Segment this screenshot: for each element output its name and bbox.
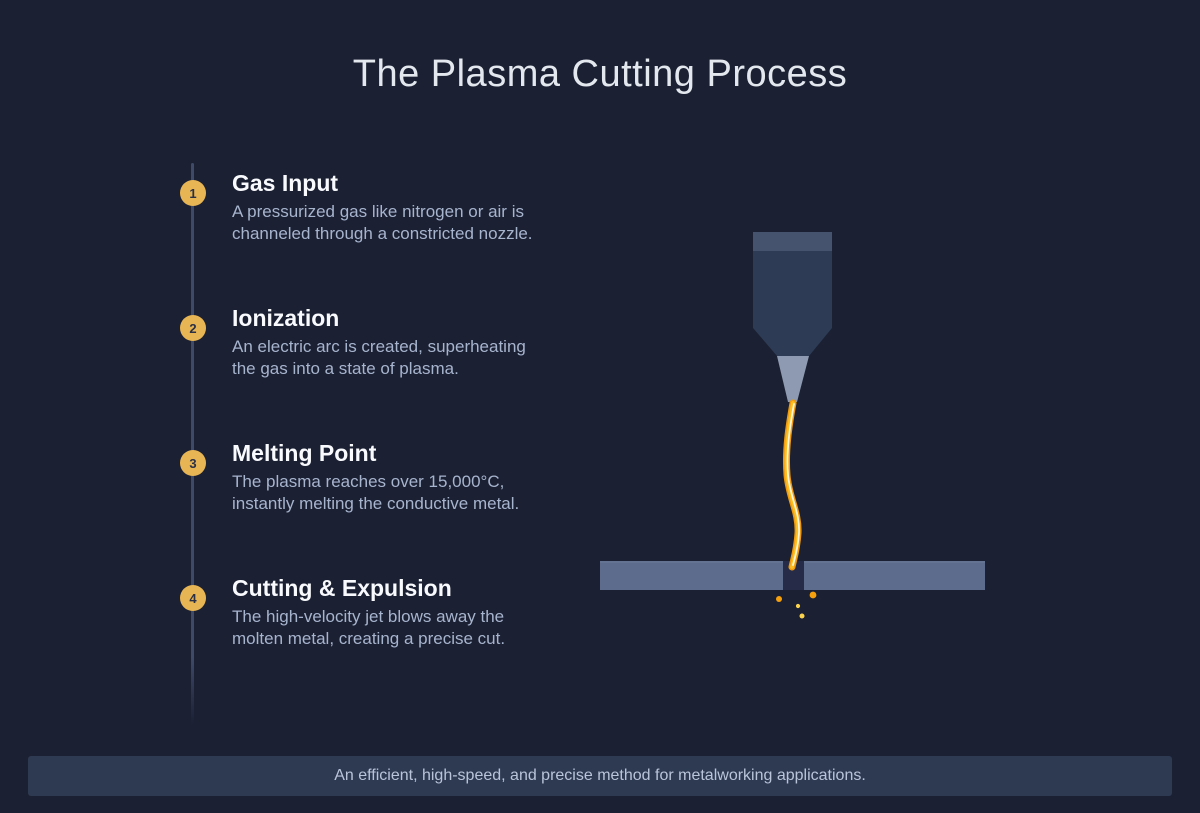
metal-plate-right [804,561,985,590]
torch-cap [753,232,832,252]
timeline-line [191,163,194,725]
step-number-badge-1: 1 [180,180,206,206]
step-number-3: 3 [189,455,197,471]
spark [795,603,801,609]
spark [776,596,782,602]
step-cutting-expulsion: Cutting & Expulsion The high-velocity je… [232,575,572,649]
cut-gap [783,561,804,590]
spark [809,591,817,599]
torch-body [753,251,832,356]
step-description-line: A pressurized gas like nitrogen or air i… [232,202,524,221]
step-description-line: the gas into a state of plasma. [232,358,459,378]
step-number-badge-2: 2 [180,315,206,341]
step-number-1: 1 [189,185,197,201]
torch-nozzle [777,356,809,402]
metal-plate-left-highlight [600,561,783,563]
step-number-4: 4 [189,590,197,606]
metal-plate-left [600,561,783,590]
step-description-line: instantly melting the conductive metal. [232,493,520,513]
page-title: The Plasma Cutting Process [352,53,848,95]
step-number-badge-4: 4 [180,585,206,611]
metal-plate-right-highlight [804,561,985,563]
step-title: Cutting & Expulsion [232,575,452,601]
footer-banner: An efficient, high-speed, and precise me… [28,756,1172,796]
step-melting-point: Melting Point The plasma reaches over 15… [232,440,572,514]
step-description-line: The high-velocity jet blows away the [232,607,505,626]
step-gas-input: Gas Input A pressurized gas like nitroge… [232,170,572,244]
step-description-line: channeled through a constricted nozzle. [232,223,533,243]
step-number-2: 2 [189,320,197,336]
step-title: Melting Point [232,440,377,466]
plasma-torch-illustration [600,232,985,619]
step-number-badge-3: 3 [180,450,206,476]
step-title: Gas Input [232,170,339,196]
step-description-line: molten metal, creating a precise cut. [232,628,506,648]
step-title: Ionization [232,305,340,331]
step-description-line: The plasma reaches over 15,000°C, [232,472,505,491]
step-ionization: Ionization An electric arc is created, s… [232,305,572,379]
plasma-jet-core [786,403,800,566]
footer-text: An efficient, high-speed, and precise me… [334,767,866,784]
spark [799,613,805,619]
step-description-line: An electric arc is created, superheating [232,337,526,356]
